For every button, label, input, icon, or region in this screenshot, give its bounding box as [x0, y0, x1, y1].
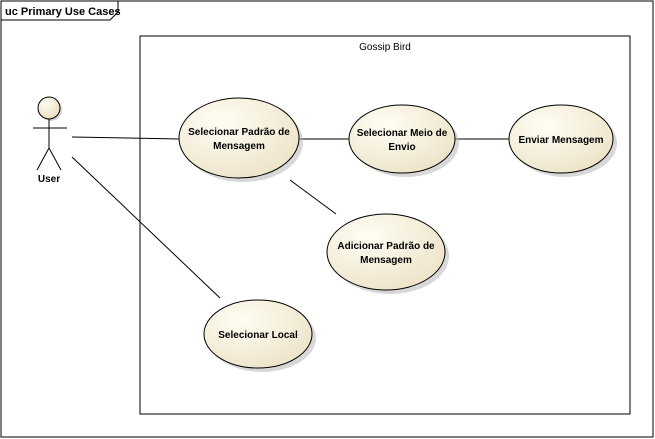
use-case-label: Selecionar Local: [218, 330, 298, 341]
use-case-label-line-1: Selecionar Padrão de: [188, 127, 290, 138]
actor-left-leg: [36, 147, 50, 171]
associations: [71, 136, 510, 299]
use-case-ellipse: [326, 213, 446, 291]
use-case-selecionar-padrao[interactable]: Selecionar Padrão de Mensagem: [178, 97, 303, 182]
use-case-enviar-mensagem[interactable]: Enviar Mensagem: [508, 104, 617, 177]
association-user-selecionar-padrao[interactable]: [71, 136, 181, 140]
use-case-ellipse: [508, 104, 614, 174]
use-case-ellipse: [178, 97, 300, 179]
actor-name: User: [38, 174, 60, 185]
frame-title: uc Primary Use Cases: [5, 6, 121, 18]
use-case-label: Enviar Mensagem: [518, 135, 603, 146]
association-user-selecionar-local[interactable]: [71, 156, 221, 299]
use-case-label-line-2: Envio: [388, 142, 415, 153]
frame-title-tab: [0, 0, 119, 21]
system-boundary-box[interactable]: [139, 35, 631, 415]
use-case-adicionar-padrao[interactable]: Adicionar Padrão de Mensagem: [326, 213, 449, 294]
use-case-label-line-1: Adicionar Padrão de: [337, 241, 435, 252]
use-case-selecionar-meio[interactable]: Selecionar Meio de Envio: [348, 104, 459, 177]
association-padrao-adicionar[interactable]: [289, 179, 337, 215]
use-case-label-line-2: Mensagem: [213, 141, 265, 152]
system-boundary: Gossip Bird: [139, 35, 631, 415]
use-case-label-line-2: Mensagem: [360, 255, 412, 266]
use-case-label-line-1: Selecionar Meio de: [357, 128, 448, 139]
actor-head: [37, 96, 61, 120]
actor-user[interactable]: User: [33, 96, 67, 185]
use-case-ellipse: [348, 104, 456, 174]
use-case-selecionar-local[interactable]: Selecionar Local: [203, 299, 316, 372]
system-name: Gossip Bird: [359, 42, 411, 53]
actor-right-leg: [48, 147, 62, 171]
use-case-ellipse: [203, 299, 313, 369]
